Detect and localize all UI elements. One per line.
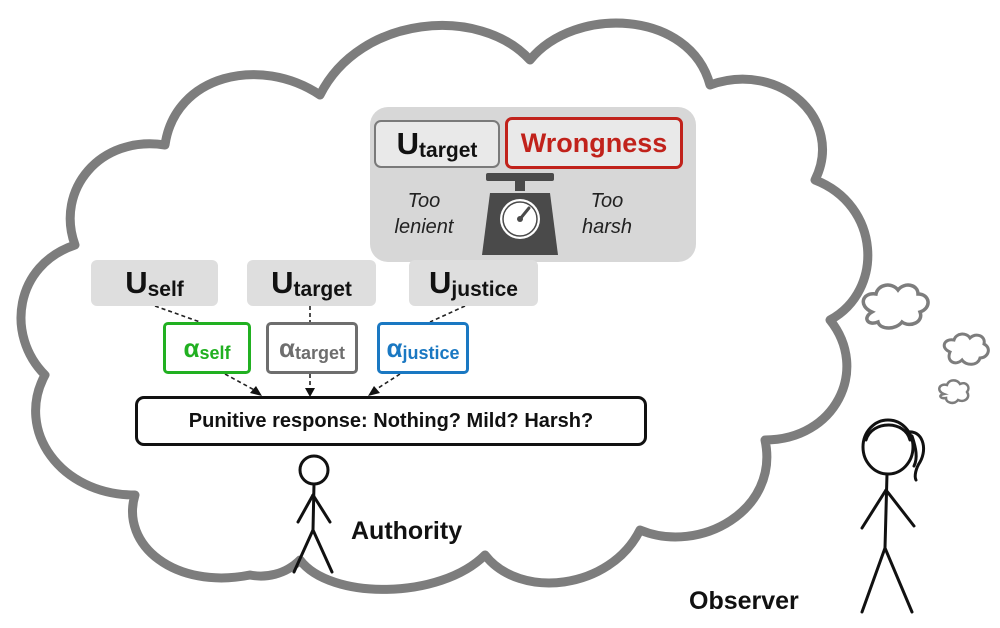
alpha-justice-subscript: justice xyxy=(402,342,460,363)
u-justice-subscript: justice xyxy=(451,278,518,301)
weighing-scale-icon xyxy=(482,173,558,255)
alpha-target-subscript: target xyxy=(294,342,345,363)
alpha-justice-letter: α xyxy=(386,332,403,363)
alpha-self-subscript: self xyxy=(199,342,231,363)
u-self-letter: U xyxy=(125,265,148,300)
alpha-self-letter: α xyxy=(183,332,200,363)
too-harsh-line1: Too xyxy=(590,190,624,212)
authority-label: Authority xyxy=(351,517,463,545)
too-lenient-text: Too lenient xyxy=(386,188,462,240)
u-justice-letter: U xyxy=(429,265,452,300)
u-target-subscript: target xyxy=(293,278,352,301)
thought-bubble-medium xyxy=(942,332,990,366)
observer-stick-figure xyxy=(860,418,925,614)
too-lenient-line2: lenient xyxy=(394,216,454,238)
arrow-alpha-self xyxy=(224,373,259,393)
alpha-target-letter: α xyxy=(279,332,295,363)
arrow-alpha-justice xyxy=(371,373,401,393)
u-target-letter: U xyxy=(271,265,294,300)
connector-uself-alpha xyxy=(154,305,201,323)
thought-bubble-small xyxy=(938,379,970,405)
wrongness-box: Wrongness xyxy=(505,117,683,169)
u-target-weight-subscript: target xyxy=(419,139,478,162)
authority-stick-figure xyxy=(292,454,334,574)
thought-bubble-large xyxy=(861,283,930,330)
arrowhead-target xyxy=(305,388,315,397)
too-lenient-line1: Too xyxy=(407,190,441,212)
arrowhead-self xyxy=(250,386,262,396)
too-harsh-text: Too harsh xyxy=(572,188,642,240)
u-target-weight-letter: U xyxy=(396,126,420,161)
wrongness-label: Wrongness xyxy=(520,127,668,158)
u-self-subscript: self xyxy=(147,278,184,301)
observer-label: Observer xyxy=(689,587,799,615)
punitive-response-box: Punitive response: Nothing? Mild? Harsh? xyxy=(135,396,647,446)
arrowhead-justice xyxy=(368,386,380,396)
punitive-response-text: Punitive response: Nothing? Mild? Harsh? xyxy=(188,409,594,432)
too-harsh-line2: harsh xyxy=(581,216,633,238)
